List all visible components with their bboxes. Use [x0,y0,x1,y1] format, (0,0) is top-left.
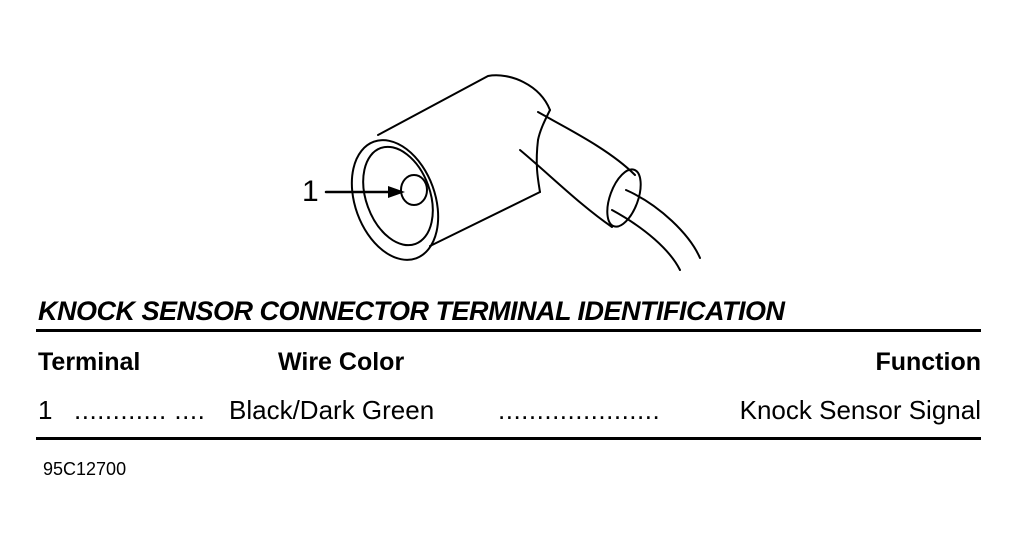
cell-wire-color: Black/Dark Green [229,395,435,425]
header-terminal: Terminal [38,348,141,376]
cell-terminal: 1 [38,395,53,425]
header-function: Function [875,348,981,376]
cable-edge [611,209,681,271]
header-wire-color: Wire Color [278,348,405,376]
cable-boot [537,111,636,176]
leader-dots: ..................... [498,395,661,425]
terminal-pin-socket [400,174,428,206]
leader-dots: ............ .... [74,395,206,425]
figure-code: 95C12700 [43,459,127,479]
connector-body-bottom [429,191,541,247]
callout-arrowhead [388,186,405,198]
cable [625,189,701,259]
connector-elbow [537,109,551,141]
connector-body-top [377,74,551,136]
connector-face-inner [362,145,434,247]
connector-elbow-inner [535,139,541,193]
table-title: KNOCK SENSOR CONNECTOR TERMINAL IDENTIFI… [38,296,785,326]
table-top-rule [36,329,981,332]
cell-function: Knock Sensor Signal [739,395,981,425]
cable-boot-lower [519,149,613,228]
connector-face-outer [350,139,440,261]
callout-number-label: 1 [302,175,319,208]
table-bottom-rule [36,437,981,440]
cable-boot-end [606,168,642,228]
knock-sensor-connector-illustration [324,74,701,271]
